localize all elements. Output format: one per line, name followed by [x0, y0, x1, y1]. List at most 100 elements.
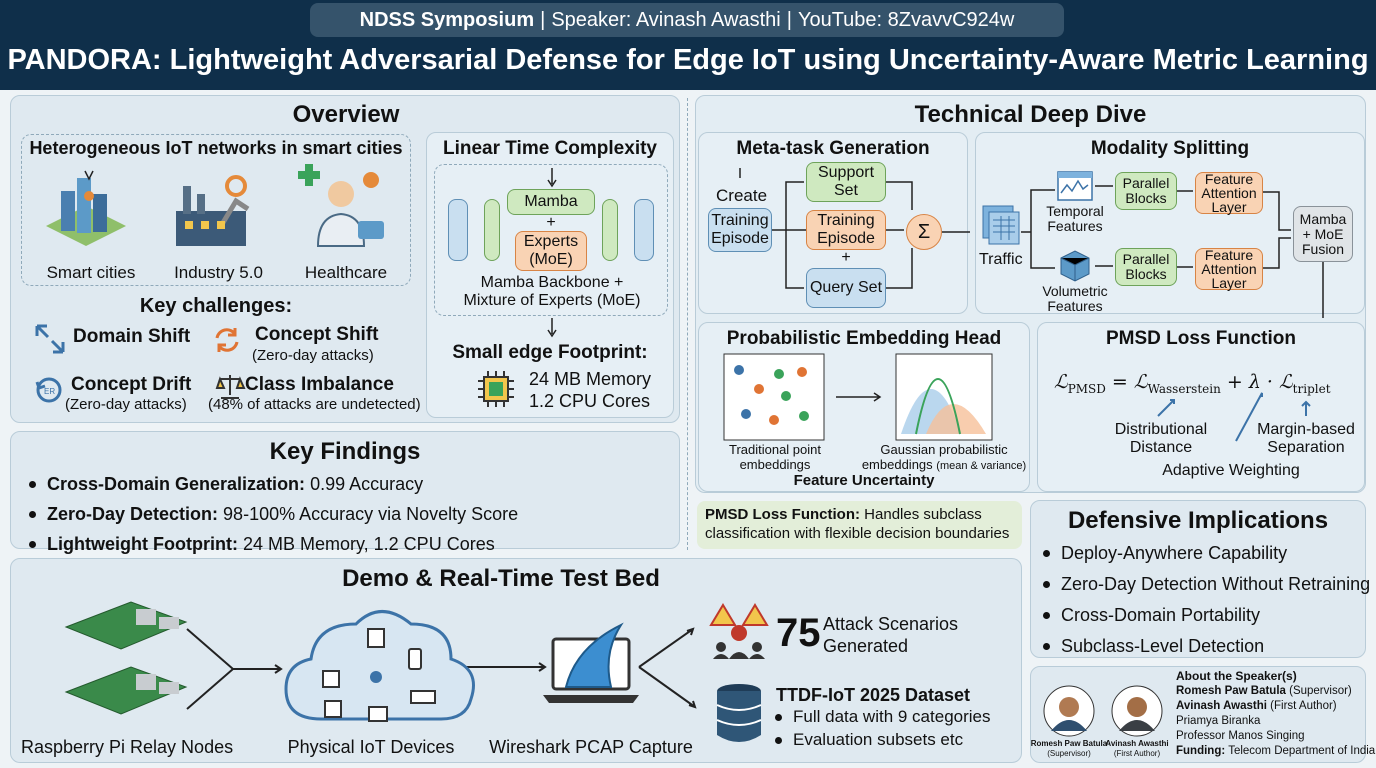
- scenario-label: Attack Scenarios Generated: [823, 614, 959, 656]
- challenge-name: Class Imbalance: [245, 374, 394, 395]
- pmsd-box: [1037, 322, 1365, 492]
- implications-panel: Defensive Implications Deploy-Anywhere C…: [1030, 500, 1370, 658]
- create-label: Create: [716, 186, 768, 205]
- block: [602, 199, 618, 261]
- challenge-name: Domain Shift: [73, 326, 191, 347]
- gaussian-embedding-plot: [895, 353, 993, 441]
- findings-list: Cross-Domain Generalization: 0.99 Accura…: [25, 474, 518, 564]
- point-label: Traditional point embeddings: [728, 442, 821, 472]
- header-bar: NDSS Symposium | Speaker: Avinash Awasth…: [0, 0, 1376, 90]
- mamba-block: Mamba: [507, 189, 595, 215]
- dataset-list: Full data with 9 categories Evaluation s…: [771, 707, 991, 753]
- dist-label: Distributional Distance: [1114, 421, 1208, 456]
- finding-item: Cross-Domain Generalization: 0.99 Accura…: [25, 474, 518, 495]
- backbone-label: Mamba Backbone + Mixture of Experts (MoE…: [463, 274, 641, 309]
- challenges-title: Key challenges:: [139, 295, 293, 317]
- speakers-panel: Romesh Paw Batula (Supervisor) Avinash A…: [1030, 666, 1375, 763]
- overview-title: Overview: [292, 101, 400, 128]
- raspberry-pi-icon: [64, 601, 188, 715]
- parallel-blocks-volumetric: Parallel Blocks: [1115, 248, 1177, 286]
- query-set-box: Query Set: [806, 268, 886, 308]
- video-id: YouTube: 8ZvavvC924w: [797, 8, 1015, 31]
- implication-item: Cross-Domain Portability: [1039, 605, 1370, 626]
- finding-item: Zero-Day Detection: 98-100% Accuracy via…: [25, 504, 518, 525]
- findings-title: Key Findings: [269, 438, 421, 465]
- speaker-line: Avinash Awasthi (First Author): [1176, 700, 1337, 712]
- wireshark-label: Wireshark PCAP Capture: [489, 737, 693, 757]
- wireshark-icon: [543, 622, 639, 703]
- sigma-node: Σ: [906, 214, 942, 250]
- challenge-note: (48% of attacks are undetected): [208, 396, 421, 413]
- challenge-note: (Zero-day attacks): [65, 396, 187, 413]
- concept-shift-icon: [215, 328, 239, 352]
- finding-item: Lightweight Footprint: 24 MB Memory, 1.2…: [25, 534, 518, 555]
- pmsd-note: PMSD Loss Function: Handles subclass cla…: [697, 501, 1022, 549]
- output-block: [634, 199, 654, 261]
- divider: [687, 98, 688, 550]
- training-episode-input: Training Episode: [708, 208, 772, 252]
- dataset-item: Evaluation subsets etc: [771, 730, 991, 750]
- margin-label: Margin-based Separation: [1257, 421, 1355, 456]
- dataset-item: Full data with 9 categories: [771, 707, 991, 727]
- avatar: [1111, 685, 1163, 737]
- domain-label: Smart cities: [46, 263, 136, 282]
- concept-drift-icon: ER: [35, 377, 62, 403]
- svg-text:ER: ER: [44, 387, 55, 396]
- speaker: Speaker: Avinash Awasthi: [551, 8, 781, 31]
- devices-label: Physical IoT Devices: [287, 737, 455, 757]
- meta-task-title: Meta-task Generation: [736, 138, 930, 159]
- chip-icon: [478, 371, 514, 407]
- modality-title: Modality Splitting: [1090, 138, 1250, 159]
- complexity-box: [426, 132, 674, 418]
- domain-shift-icon: [35, 324, 65, 354]
- memory-value: 24 MB Memory: [529, 369, 652, 389]
- overview-panel: Overview Heterogeneous IoT networks in s…: [10, 95, 680, 423]
- arrow: [547, 318, 557, 338]
- healthcare-icon: [298, 164, 384, 247]
- implication-item: Subclass-Level Detection: [1039, 636, 1370, 657]
- temporal-label: Temporal Features: [1046, 203, 1104, 234]
- challenge-note: (Zero-day attacks): [252, 347, 374, 364]
- challenge-name: Concept Drift: [71, 374, 192, 395]
- attention-layer-volumetric: Feature Attention Layer: [1195, 248, 1263, 290]
- modality-arrows: [1021, 185, 1324, 318]
- networks-title: Heterogeneous IoT networks in smart citi…: [29, 138, 403, 158]
- header-subtitle: NDSS Symposium | Speaker: Avinash Awasth…: [310, 3, 1064, 37]
- arrow: [547, 168, 557, 188]
- demo-arrows: [186, 627, 697, 710]
- domain-label: Industry 5.0: [174, 263, 263, 282]
- demo-panel: Demo & Real-Time Test Bed Raspberry Pi R…: [10, 558, 1022, 763]
- demo-title: Demo & Real-Time Test Bed: [342, 565, 660, 592]
- point-embedding-plot: [723, 353, 825, 441]
- pmsd-title: PMSD Loss Function: [1106, 328, 1296, 349]
- support-set-box: Support Set: [806, 162, 886, 202]
- speaker-role: (First Author): [1113, 749, 1161, 758]
- footprint-title: Small edge Footprint:: [452, 342, 648, 363]
- separator: |: [540, 8, 546, 31]
- attention-layer-temporal: Feature Attention Layer: [1195, 172, 1263, 214]
- speaker-line: Romesh Paw Batula (Supervisor): [1176, 685, 1352, 697]
- implication-item: Zero-Day Detection Without Retraining: [1039, 574, 1370, 595]
- speaker-info: About the Speaker(s) Romesh Paw Batula (…: [1176, 669, 1375, 759]
- dataset-title: TTDF-IoT 2025 Dataset: [776, 685, 971, 705]
- volumetric-icon: [1060, 250, 1090, 282]
- domain-label: Healthcare: [304, 263, 388, 282]
- deep-dive-panel: Technical Deep Dive Meta-task Generation…: [695, 95, 1366, 493]
- training-episode-box: Training Episode: [806, 210, 886, 250]
- fusion-box: Mamba + MoE Fusion: [1293, 206, 1353, 262]
- parallel-blocks-temporal: Parallel Blocks: [1115, 172, 1177, 210]
- arrow: [836, 392, 882, 402]
- attack-icon: [709, 603, 769, 659]
- speaker-name: Avinash Awasthi: [1105, 739, 1169, 748]
- backbone-box: [434, 164, 668, 316]
- cpu-value: 1.2 CPU Cores: [529, 391, 651, 411]
- adaptive-label: Adaptive Weighting: [1162, 462, 1300, 479]
- cloud-icon: [284, 610, 475, 722]
- findings-panel: Key Findings Cross-Domain Generalization…: [10, 431, 680, 554]
- scale-icon: [215, 375, 246, 399]
- traffic-label: Traffic: [979, 251, 1023, 268]
- plus-sign: +: [546, 214, 556, 231]
- networks-box: [21, 134, 411, 286]
- pmsd-arrows: [1157, 392, 1311, 442]
- implication-item: Deploy-Anywhere Capability: [1039, 543, 1370, 564]
